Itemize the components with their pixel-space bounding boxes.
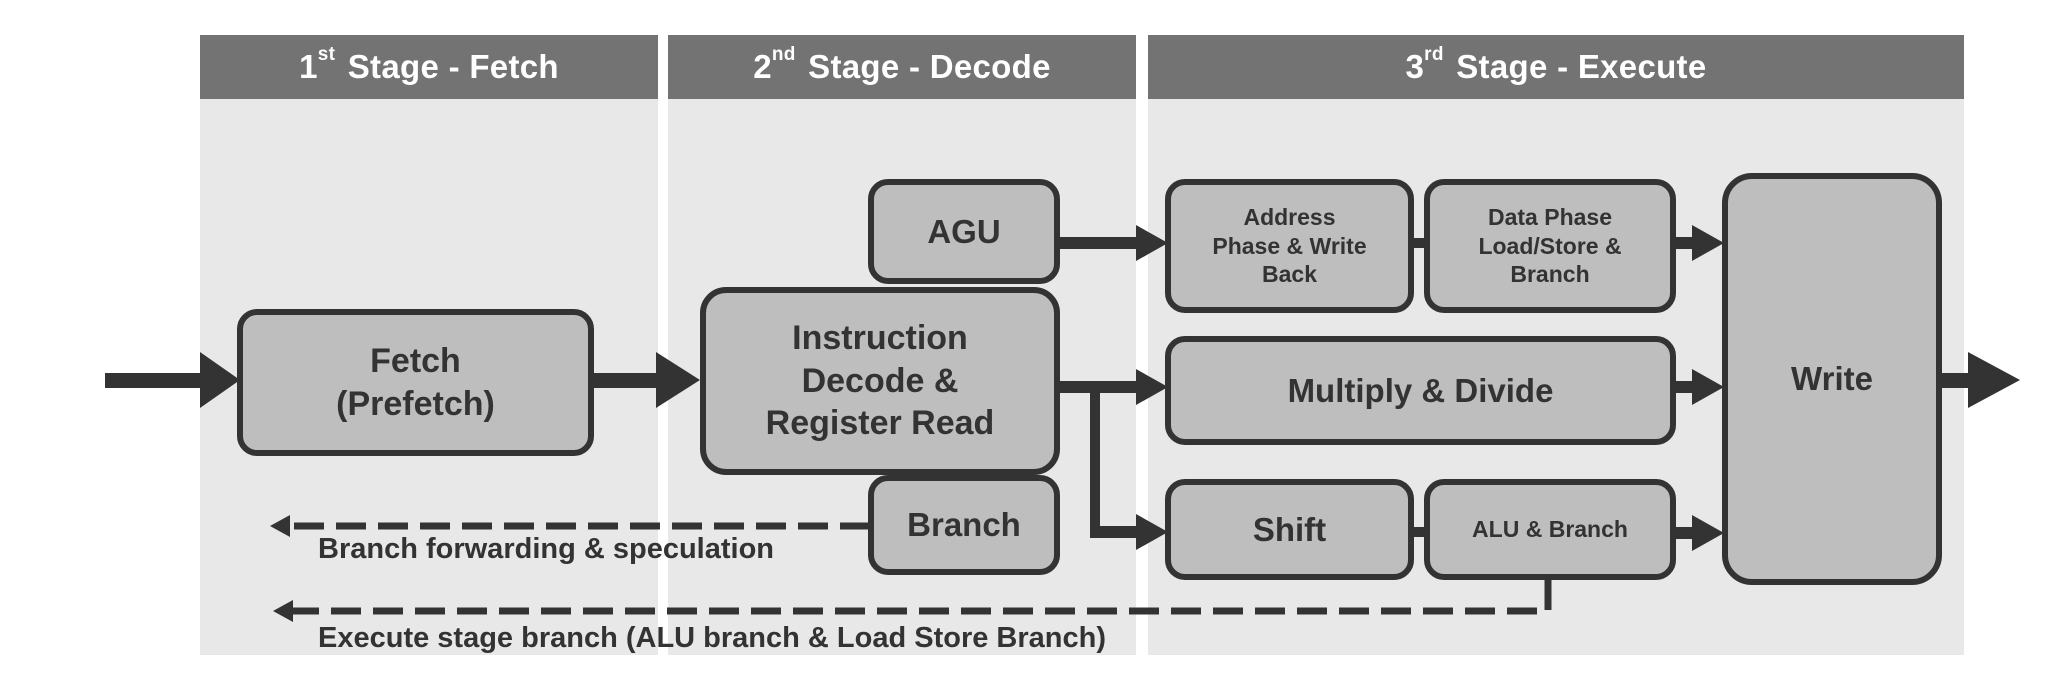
trunk-to-shift-line <box>1090 526 1140 538</box>
multiply-to-write-line <box>1672 381 1696 393</box>
agu-to-address-head <box>1136 225 1168 261</box>
branch-block-label: Branch <box>907 506 1021 544</box>
input-arrow-head <box>200 352 240 408</box>
write-block: Write <box>1722 173 1942 585</box>
data-phase-block: Data Phase Load/Store & Branch <box>1424 179 1676 313</box>
data-phase-to-write-head <box>1692 225 1724 261</box>
data-phase-to-write-line <box>1672 237 1696 249</box>
agu-to-address-line <box>1056 237 1140 249</box>
fetch-block-label: Fetch (Prefetch) <box>336 342 495 423</box>
execute-branch-arrow-head <box>273 600 293 622</box>
fetch-block: Fetch (Prefetch) <box>237 309 594 456</box>
stage-number: 3 <box>1405 48 1425 85</box>
decode-to-multiply-head <box>1136 369 1168 405</box>
stage-number: 2 <box>753 48 772 85</box>
shift-block-label: Shift <box>1252 510 1327 548</box>
address-phase-block-label: Address Phase & Write Back <box>1212 203 1367 288</box>
alu-to-write-head <box>1692 515 1724 551</box>
agu-block-label: AGU <box>927 212 1001 250</box>
multiply-divide-block-label: Multiply & Divide <box>1287 371 1554 409</box>
shift-to-alu-connector <box>1410 527 1432 537</box>
branch-block: Branch <box>868 475 1060 575</box>
output-arrow-head <box>1968 352 2020 408</box>
trunk-to-shift-head <box>1136 514 1168 550</box>
address-phase-block: Address Phase & Write Back <box>1165 179 1414 313</box>
multiply-divide-block: Multiply & Divide <box>1165 336 1676 445</box>
stage-title: Stage - Decode <box>798 48 1051 85</box>
fetch-to-decode-line <box>592 373 662 388</box>
branch-forwarding-caption: Branch forwarding & speculation <box>318 533 774 565</box>
data-phase-block-label: Data Phase Load/Store & Branch <box>1478 203 1622 288</box>
shift-block: Shift <box>1165 479 1414 580</box>
alu-branch-block: ALU & Branch <box>1424 479 1676 580</box>
execute-branch-caption: Execute stage branch (ALU branch & Load … <box>318 622 1106 654</box>
output-arrow-line <box>1938 373 1972 388</box>
decode-branch-trunk <box>1090 381 1100 536</box>
agu-block: AGU <box>868 179 1060 284</box>
decode-block: Instruction Decode & Register Read <box>700 287 1060 475</box>
fetch-to-decode-head <box>656 352 700 408</box>
multiply-to-write-head <box>1692 369 1724 405</box>
stage-number: 1 <box>299 48 318 85</box>
address-to-data-connector <box>1410 238 1432 248</box>
decode-block-label: Instruction Decode & Register Read <box>765 319 995 443</box>
stage-title: Stage - Execute <box>1446 48 1707 85</box>
alu-to-write-line <box>1672 527 1696 539</box>
branch-forwarding-arrow-head <box>270 515 290 537</box>
execute-branch-dashed-line <box>288 580 1552 615</box>
alu-branch-block-label: ALU & Branch <box>1472 516 1628 543</box>
write-block-label: Write <box>1791 360 1873 398</box>
stage-title: Stage - Fetch <box>338 48 559 85</box>
input-arrow-line <box>105 373 203 388</box>
